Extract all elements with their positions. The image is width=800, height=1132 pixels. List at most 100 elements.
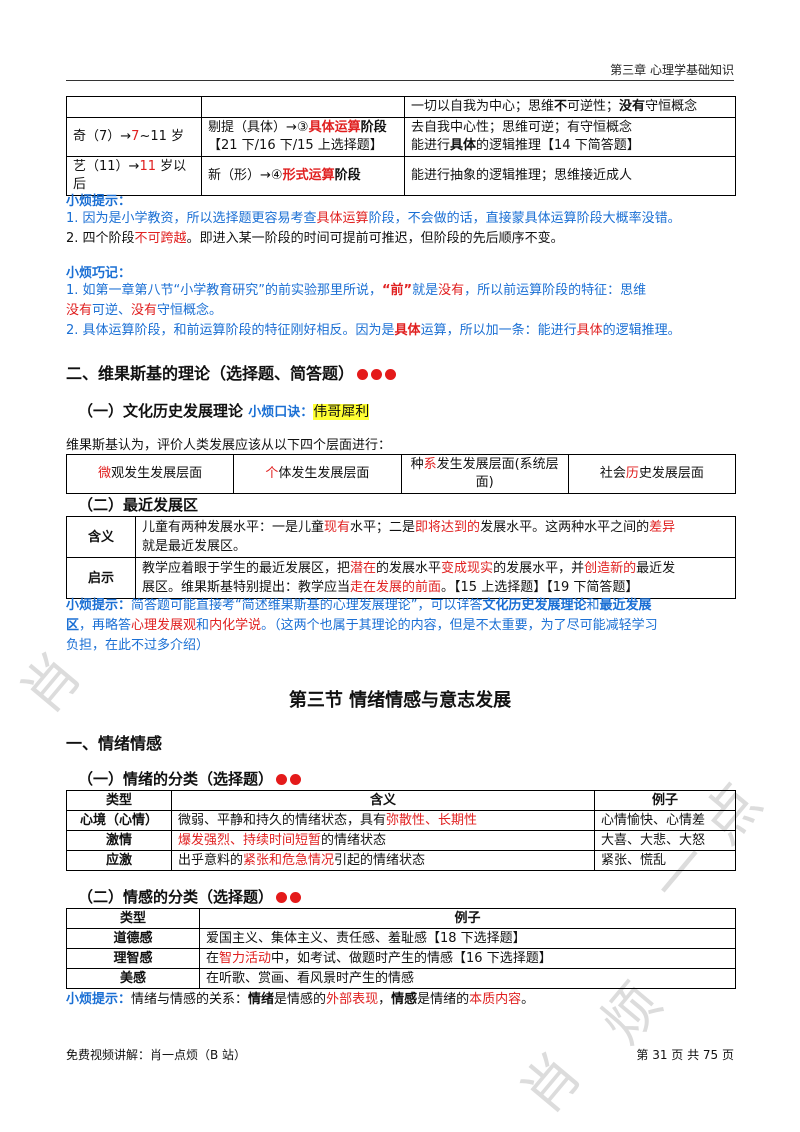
table-header-row: 类型 含义 例子 [66, 790, 736, 811]
column-header: 类型 [66, 908, 200, 929]
table-row: 应激 出乎意料的紧张和危急情况引起的情绪状态 紧张、慌乱 [66, 850, 736, 871]
table-cell: 爆发强烈、持续时间短暂的情绪状态 [171, 830, 595, 851]
table-cell: 微观发生发展层面 [65, 454, 235, 494]
cell-text: 具体 [450, 138, 477, 153]
cell-text: 形式运算 [282, 168, 335, 183]
cell-text: 可逆性； [567, 99, 620, 114]
tip-line: 2. 四个阶段不可跨越。即进入某一阶段的时间可提前可推迟，但阶段的先后顺序不变。 [66, 231, 564, 246]
table-cell: 能进行抽象的逻辑推理；思维接近成人 [404, 156, 736, 196]
stage-table: 一切以自我为中心；思维不可逆性；没有守恒概念 奇（7）→7~11 岁 剔提（具体… [66, 96, 736, 196]
zpd-table: 含义 儿童有两种发展水平：一是儿童现有水平；二是即将达到的发展水平。这两种水平之… [66, 516, 736, 599]
table-cell [66, 96, 202, 118]
chapter-header: 第三章 心理学基础知识 [610, 63, 734, 77]
table-cell: 个体发生发展层面 [233, 454, 402, 494]
tip-line: 1. 如第一章第八节“小学教育研究”的前实验那里所说，“前”就是没有，所以前运算… [66, 283, 647, 298]
column-header: 含义 [171, 790, 595, 811]
table-cell: 心境（心情） [66, 810, 172, 831]
subsection-heading: （二）情感的分类（选择题） [78, 886, 302, 907]
column-header: 例子 [594, 790, 736, 811]
table-row: 奇（7）→7~11 岁 剔提（具体）→③具体运算阶段 【21 下/16 下/15… [66, 117, 736, 157]
table-cell: 大喜、大悲、大怒 [594, 830, 736, 851]
cell-text: 不 [554, 99, 568, 114]
column-header: 类型 [66, 790, 172, 811]
cell-text: 剔提（具体）→③ [208, 120, 309, 135]
table-cell: 激情 [66, 830, 172, 851]
page-number: 第 31 页 共 75 页 [636, 1048, 734, 1062]
table-row: 心境（心情） 微弱、平静和持久的情绪状态，具有弥散性、长期性 心情愉快、心情差 [66, 810, 736, 831]
table-header-row: 类型 例子 [66, 908, 736, 929]
table-row: 含义 儿童有两种发展水平：一是儿童现有水平；二是即将达到的发展水平。这两种水平之… [66, 516, 736, 558]
tip-line: 1. 因为是小学教资，所以选择题更容易考查具体运算阶段，不会做的话，直接蒙具体运… [66, 211, 681, 226]
tip-block: 小烦提示：简答题可能直接考“简述维果斯基的心理发展理论”，可以详答文化历史发展理… [66, 598, 658, 653]
mnemonic-text: 伟哥犀利 [313, 404, 370, 420]
table-cell: 奇（7）→7~11 岁 [66, 117, 202, 157]
cell-text: 的逻辑推理【14 下简答题】 [476, 138, 640, 153]
heading-text: （二）最近发展区 [78, 496, 199, 514]
table-row: 激情 爆发强烈、持续时间短暂的情绪状态 大喜、大悲、大怒 [66, 830, 736, 851]
table-cell: 社会历史发展层面 [567, 454, 737, 494]
table-cell: 在智力活动中，如考试、做题时产生的情感【16 下选择题】 [199, 948, 736, 969]
table-row: 启示 教学应着眼于学生的最近发展区，把潜在的发展水平变成现实的发展水平，并创造新… [66, 557, 736, 599]
table-cell: 紧张、慌乱 [594, 850, 736, 871]
table-cell: 道德感 [66, 928, 200, 949]
cell-text: 岁以后 [73, 159, 187, 192]
cell-text: 【21 下/16 下/15 上选择题】 [208, 138, 383, 153]
mnemonic-block: 小烦巧记： 1. 如第一章第八节“小学教育研究”的前实验那里所说，“前”就是没有… [66, 262, 746, 341]
subsection-heading: （二）最近发展区 [78, 494, 198, 515]
subsection-heading: （一）情绪的分类（选择题） [78, 768, 302, 789]
row-label: 启示 [66, 557, 136, 599]
subsection-heading: （一）文化历史发展理论 小烦口诀：伟哥犀利 [78, 400, 370, 421]
table-row: 理智感 在智力活动中，如考试、做题时产生的情感【16 下选择题】 [66, 948, 736, 969]
cell-text: 奇（7）→ [73, 129, 132, 144]
tip-title: 小烦提示： [66, 194, 132, 209]
feeling-table: 类型 例子 道德感 爱国主义、集体主义、责任感、羞耻感【18 下选择题】 理智感… [66, 908, 736, 989]
footer-video-credit: 免费视频讲解：肖一点烦（B 站） [66, 1048, 247, 1062]
cell-text: 阶段 [334, 168, 361, 183]
cell-text: 阶段 [360, 120, 387, 135]
cell-text: 艺（11）→ [73, 159, 140, 174]
importance-dot-icon [371, 369, 383, 380]
table-cell: 儿童有两种发展水平：一是儿童现有水平；二是即将达到的发展水平。这两种水平之间的差… [135, 516, 736, 558]
table-cell: 爱国主义、集体主义、责任感、羞耻感【18 下选择题】 [199, 928, 736, 949]
cell-text: 去自我中心性；思维可逆；有守恒概念 [411, 120, 633, 135]
intro-text: 维果斯基认为，评价人类发展应该从以下四个层面进行： [66, 438, 392, 453]
table-cell: 微弱、平静和持久的情绪状态，具有弥散性、长期性 [171, 810, 595, 831]
importance-dot-icon [276, 774, 288, 785]
table-cell: 理智感 [66, 948, 200, 969]
table-cell: 艺（11）→11 岁以后 [66, 156, 202, 196]
section-title: 第三节 情绪情感与意志发展 [288, 690, 512, 711]
table-cell: 在听歌、赏画、看风景时产生的情感 [199, 968, 736, 989]
cell-text: 11 [139, 159, 156, 174]
table-row: 一切以自我为中心；思维不可逆性；没有守恒概念 [66, 96, 736, 118]
table-cell: 教学应着眼于学生的最近发展区，把潜在的发展水平变成现实的发展水平，并创造新的最近… [135, 557, 736, 599]
heading-text: （一）情绪的分类（选择题） [78, 770, 274, 788]
importance-dot-icon [290, 774, 302, 785]
watermark-char: 肖 [508, 1041, 595, 1127]
tip-title: 小烦巧记： [66, 266, 132, 281]
table-row: 艺（11）→11 岁以后 新（形）→④形式运算阶段 能进行抽象的逻辑推理；思维接… [66, 156, 736, 196]
cell-text: 能进行 [411, 138, 451, 153]
cell-text: 7 [131, 129, 140, 144]
column-header: 例子 [199, 908, 736, 929]
table-cell: 去自我中心性；思维可逆；有守恒概念 能进行具体的逻辑推理【14 下简答题】 [404, 117, 736, 157]
table-row: 微观发生发展层面 个体发生发展层面 种系发生发展层面(系统层面) 社会历史发展层… [65, 454, 737, 494]
emotion-table: 类型 含义 例子 心境（心情） 微弱、平静和持久的情绪状态，具有弥散性、长期性 … [66, 790, 736, 871]
header-divider [66, 80, 734, 81]
mnemonic-label: 小烦口诀： [248, 405, 314, 420]
heading-text: 二、维果斯基的理论（选择题、简答题） [66, 364, 355, 383]
table-cell: 应激 [66, 850, 172, 871]
section-heading: 二、维果斯基的理论（选择题、简答题） [66, 360, 397, 384]
cell-text: 守恒概念 [645, 99, 698, 114]
table-cell: 种系发生发展层面(系统层面) [400, 454, 569, 494]
cell-text: 没有 [619, 99, 646, 114]
tip-block: 小烦提示： 1. 因为是小学教资，所以选择题更容易考查具体运算阶段，不会做的话，… [66, 190, 746, 249]
row-label: 含义 [66, 516, 136, 558]
part-heading: 一、情绪情感 [66, 730, 162, 754]
cell-text: ~11 岁 [139, 129, 185, 144]
levels-table: 微观发生发展层面 个体发生发展层面 种系发生发展层面(系统层面) 社会历史发展层… [65, 454, 737, 494]
cell-text: 一切以自我为中心；思维 [411, 99, 555, 114]
tip-line: 2. 具体运算阶段，和前运算阶段的特征刚好相反。因为是具体运算，所以加一条：能进… [66, 323, 681, 338]
heading-text: 一、情绪情感 [66, 734, 163, 753]
heading-text: （二）情感的分类（选择题） [78, 888, 274, 906]
importance-dot-icon [357, 369, 369, 380]
